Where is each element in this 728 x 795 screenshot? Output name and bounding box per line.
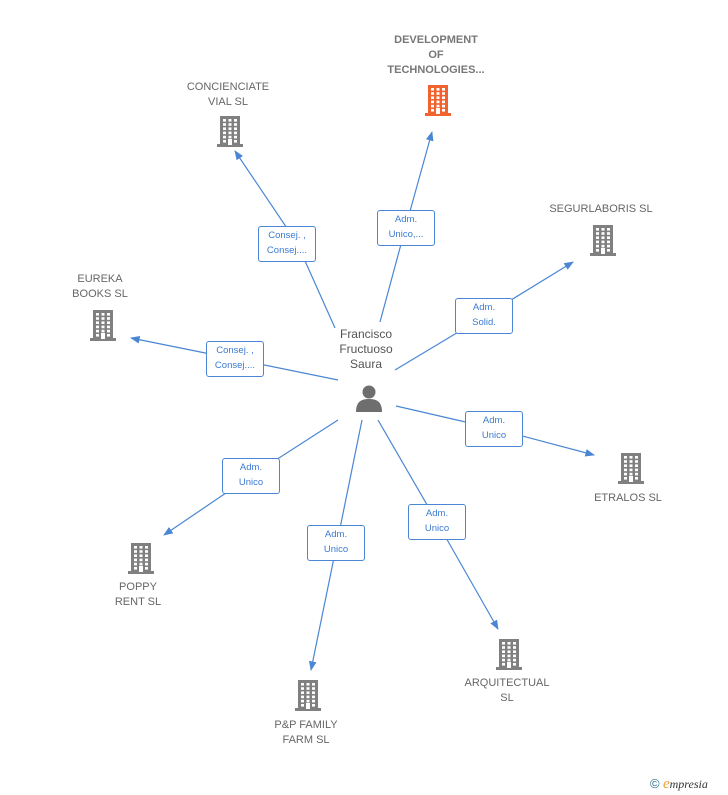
relation-label-eureka[interactable]: Consej. , Consej....	[206, 341, 264, 377]
person-name[interactable]: Francisco Fructuoso Saura	[339, 327, 393, 371]
company-label-poppy[interactable]: POPPY RENT SL	[114, 581, 162, 608]
building-icon[interactable]	[423, 83, 453, 117]
building-icon[interactable]	[616, 451, 646, 485]
brand-name: mpresia	[669, 777, 708, 791]
building-icon[interactable]	[293, 678, 323, 712]
company-label-etralos[interactable]: ETRALOS SL	[594, 492, 662, 504]
relation-label-etralos[interactable]: Adm. Unico	[465, 411, 523, 447]
relation-label-segurlaboris[interactable]: Adm. Solid.	[455, 298, 513, 334]
copyright-icon: ©	[650, 776, 660, 791]
brand-initial: e	[662, 776, 670, 792]
building-icon[interactable]	[588, 223, 618, 257]
company-label-arquitectual[interactable]: ARQUITECTUAL SL	[464, 677, 550, 704]
company-label-concienciate[interactable]: CONCIENCIATE VIAL SL	[186, 81, 270, 108]
company-label-pp_family[interactable]: P&P FAMILY FARM SL	[274, 719, 338, 746]
company-label-segurlaboris[interactable]: SEGURLABORIS SL	[549, 203, 653, 215]
relation-label-pp_family[interactable]: Adm. Unico	[307, 525, 365, 561]
relation-label-concienciate[interactable]: Consej. , Consej....	[258, 226, 316, 262]
building-icon[interactable]	[126, 541, 156, 575]
relation-label-poppy[interactable]: Adm. Unico	[222, 458, 280, 494]
person-icon[interactable]	[354, 383, 384, 413]
relation-label-arquitectual[interactable]: Adm. Unico	[408, 504, 466, 540]
company-label-eureka[interactable]: EUREKA BOOKS SL	[72, 273, 128, 300]
building-icon[interactable]	[494, 637, 524, 671]
footer-brand: © empresia	[650, 776, 708, 793]
building-icon[interactable]	[215, 114, 245, 148]
company-label-development[interactable]: DEVELOPMENT OF TECHNOLOGIES...	[387, 34, 485, 76]
building-icon[interactable]	[88, 308, 118, 342]
relation-label-development[interactable]: Adm. Unico,...	[377, 210, 435, 246]
